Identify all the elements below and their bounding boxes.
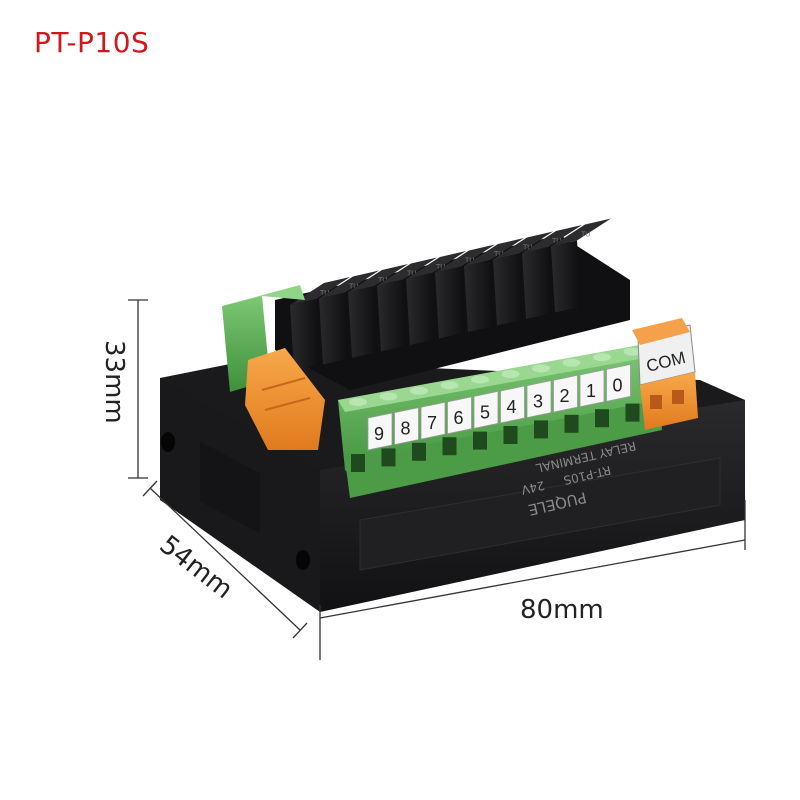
dimension-lines [128,299,746,660]
wire-entry [351,454,365,472]
terminal-screw [562,358,581,367]
channel-label: 0 [606,363,631,402]
terminal-screw [501,370,520,378]
relay: TU [290,277,350,371]
svg-text:8: 8 [401,419,411,439]
wire-entry [503,426,518,444]
relay-mark: TU [494,251,503,258]
height-dimension: 33mm [99,340,129,424]
terminal-screw [379,392,398,401]
relay: TU [464,238,524,332]
channel-label: 8 [394,407,419,446]
relay-row: TU TU TU TU TU TU TU TU TU TU [275,218,630,390]
release-lever [245,348,325,450]
channel-label: 5 [473,390,499,429]
com-terminal: COM [632,318,698,430]
svg-text:4: 4 [507,397,517,417]
svg-text:24V: 24V [519,478,546,497]
svg-text:6: 6 [454,408,464,428]
relay: TU [551,218,611,313]
terminal-screw [349,398,367,406]
wire-entry [412,442,426,461]
svg-text:2: 2 [560,386,570,406]
wire-entry [625,403,640,422]
relay-mark: TU [320,290,329,297]
wire-entry [534,420,548,439]
terminal-screw [623,347,642,356]
terminal-screw [532,364,550,373]
channel-label: 4 [500,385,525,424]
terminal-screw [440,381,459,390]
channel-label: 9 [367,412,393,451]
wire-entry [473,431,487,450]
relay-mark: TU [552,238,561,245]
wire-entry [381,448,396,467]
relay-mark: TU [523,245,532,252]
relay: TU [319,270,379,365]
relay-mark: TU [436,264,445,271]
width-dimension: 80mm [520,595,604,625]
relay: TU [493,231,553,326]
svg-text:0: 0 [613,375,623,395]
wire-entry [595,409,609,428]
relay: TU [377,257,437,352]
svg-text:1: 1 [586,381,596,401]
svg-text:5: 5 [480,402,490,422]
svg-text:7: 7 [427,413,437,433]
relay: TU [406,251,466,345]
relay: TU [435,244,495,339]
terminal-screw [471,375,489,384]
terminal-screw [593,353,611,362]
product-title: PT-P10S [34,26,150,59]
svg-text:9: 9 [374,424,384,444]
relay-mark: TU [407,271,416,278]
relay: TU [522,225,582,319]
relay-mark: TU [581,232,590,239]
terminal-screw [410,386,428,395]
svg-text:3: 3 [533,392,543,412]
relay-mark: TU [465,258,474,265]
channel-label: 1 [579,369,605,408]
relay-mark: TU [349,284,358,291]
wire-entry [564,414,579,433]
channel-label: 3 [526,380,552,419]
wire-entry [442,437,457,456]
channel-label: 6 [447,396,472,435]
relay: TU [348,264,408,358]
channel-label: 2 [553,374,578,413]
channel-label: 7 [420,401,446,440]
relay-mark: TU [378,277,387,284]
